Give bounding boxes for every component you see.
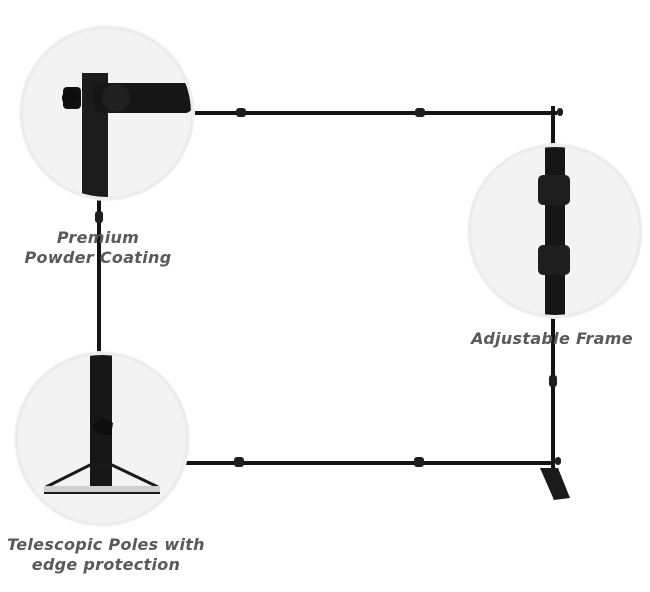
telescopic-pole-icon [538,147,570,315]
bottom-right-knob [555,457,561,465]
coating-label-line-1: Premium [56,228,140,247]
adjustable-label: Adjustable Frame [466,329,638,349]
left-upright [97,190,101,360]
poles-detail-circle [15,352,189,526]
base-plate-icon [44,355,160,494]
right-foot-icon [540,468,570,500]
bottom-crossbar-joint-left [234,457,244,467]
left-upright-joint [95,211,103,223]
coating-label: Premium Powder Coating [0,228,196,268]
poles-label: Telescopic Poles with edge protection [0,535,212,575]
bottom-crossbar-joint-right [414,457,424,467]
coating-detail-circle [20,26,194,200]
top-crossbar-joint-right [415,108,425,117]
corner-joint-icon [62,73,191,197]
right-upright-joint [549,375,557,387]
poles-label-line-2: edge protection [31,555,181,574]
bottom-crossbar [183,461,555,465]
adjustable-label-line-1: Adjustable Frame [471,329,633,348]
adjustable-detail-circle [468,144,642,318]
poles-label-line-1: Telescopic Poles with [7,535,205,554]
top-right-knob [557,108,563,116]
top-crossbar-joint-left [236,108,246,117]
coating-label-line-2: Powder Coating [24,248,172,267]
top-crossbar [185,111,557,115]
